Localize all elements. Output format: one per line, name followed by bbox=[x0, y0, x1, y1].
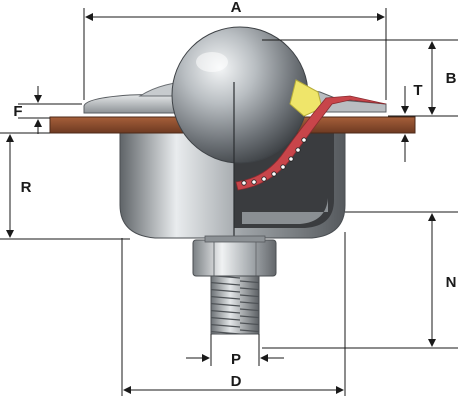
hex-nut bbox=[192, 235, 277, 277]
yellow-seal bbox=[289, 79, 323, 117]
label-f: F bbox=[13, 103, 22, 120]
label-r: R bbox=[21, 179, 32, 196]
label-p: P bbox=[231, 351, 241, 368]
label-n: N bbox=[446, 274, 457, 291]
main-ball bbox=[171, 26, 309, 164]
support-balls bbox=[241, 137, 307, 186]
threaded-stud bbox=[210, 275, 260, 335]
red-liner bbox=[235, 95, 387, 191]
label-d: D bbox=[231, 373, 242, 390]
dimension-lines bbox=[0, 8, 458, 396]
label-b: B bbox=[446, 70, 457, 87]
label-a: A bbox=[231, 0, 242, 16]
label-t: T bbox=[413, 82, 422, 99]
